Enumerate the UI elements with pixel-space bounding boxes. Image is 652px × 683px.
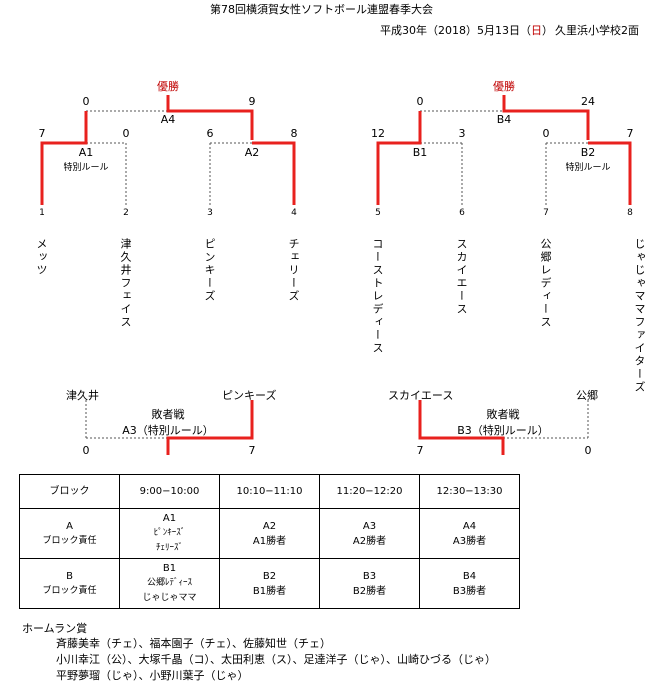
homerun-line-1: 斉藤美幸（チェ）、福本園子（チェ）、佐藤知世（チェ） bbox=[56, 637, 331, 650]
seed-6: 6 bbox=[459, 208, 465, 218]
a3-code: A3（特別ルール） bbox=[122, 424, 214, 437]
a4-code: A4 bbox=[160, 113, 176, 126]
b1-score-left: 12 bbox=[371, 127, 385, 140]
b1-score-right: 3 bbox=[458, 127, 466, 140]
homerun-line-3: 平野夢瑠（じゃ）、小野川葉子（じゃ） bbox=[56, 669, 249, 682]
a4-score-right: 9 bbox=[248, 95, 256, 108]
a1-note: 特別ルール bbox=[63, 163, 109, 173]
b2-winner-path bbox=[588, 141, 632, 205]
seed-5: 5 bbox=[375, 208, 381, 218]
a3-winner-path bbox=[166, 400, 254, 455]
team-pinkies: ピンキーズ bbox=[203, 238, 216, 303]
b4-score-right: 24 bbox=[581, 95, 595, 108]
team-tsukui-face: 津久井フェイス bbox=[119, 238, 132, 329]
header-block: ブロック bbox=[19, 474, 120, 509]
seed-4: 4 bbox=[291, 208, 297, 218]
header-slot-1: 9:00−10:00 bbox=[119, 474, 220, 509]
team-mets: メッツ bbox=[35, 238, 48, 277]
team-jajamama-fighters: じゃじゃママファイターズ bbox=[633, 238, 646, 394]
team-kugo-ladies: 公郷レディース bbox=[539, 238, 552, 329]
page-title: 第78回横須賀女性ソフトボール連盟春季大会 bbox=[210, 3, 433, 16]
a3-score-right: 7 bbox=[248, 444, 256, 457]
b2-score-left: 0 bbox=[542, 127, 550, 140]
b1-winner-path bbox=[376, 111, 422, 205]
champion-label-b: 優勝 bbox=[493, 80, 515, 93]
b3-team-right: 公郷 bbox=[576, 389, 598, 402]
schedule-header-row: ブロック 9:00−10:00 10:10−11:10 11:20−12:20 … bbox=[19, 474, 520, 509]
event-date: 平成30年（2018）5月13日（日） bbox=[380, 24, 553, 37]
b2-note: 特別ルール bbox=[565, 163, 611, 173]
seed-2: 2 bbox=[123, 208, 129, 218]
homerun-title: ホームラン賞 bbox=[22, 622, 88, 635]
a2-score-right: 8 bbox=[290, 127, 298, 140]
team-cherries: チェリーズ bbox=[287, 238, 300, 303]
team-sky-ace: スカイエース bbox=[455, 238, 468, 316]
a1-score-left: 7 bbox=[38, 127, 46, 140]
a1-score-right: 0 bbox=[122, 127, 130, 140]
seed-7: 7 bbox=[543, 208, 549, 218]
b3-code: B3（特別ルール） bbox=[457, 424, 549, 437]
a1-winner-path bbox=[40, 111, 88, 205]
a3-title: 敗者戦 bbox=[151, 408, 185, 421]
b3-score-right: 0 bbox=[584, 444, 592, 457]
seed-1: 1 bbox=[39, 208, 45, 218]
event-venue: 久里浜小学校2面 bbox=[555, 24, 639, 37]
homerun-line-2: 小川幸江（公）、大塚千晶（コ）、太田利恵（ス）、足達洋子（じゃ）、山崎ひづる（じ… bbox=[56, 653, 496, 666]
a4-winner-path bbox=[166, 95, 254, 140]
b2-code: B2 bbox=[580, 146, 596, 159]
a2-winner-path bbox=[252, 141, 296, 205]
a3-score-left: 0 bbox=[82, 444, 90, 457]
header-slot-2: 10:10−11:10 bbox=[219, 474, 320, 509]
a2-code: A2 bbox=[244, 146, 260, 159]
b4-score-left: 0 bbox=[416, 95, 424, 108]
b3-team-left: スカイエース bbox=[388, 389, 454, 402]
loser-paths bbox=[85, 110, 589, 439]
event-day: 日 bbox=[531, 24, 542, 37]
b3-winner-path bbox=[418, 400, 505, 455]
b1-code: B1 bbox=[412, 146, 428, 159]
b2-score-right: 7 bbox=[626, 127, 634, 140]
b4-winner-path bbox=[502, 95, 590, 140]
seed-8: 8 bbox=[627, 208, 633, 218]
a3-team-left: 津久井 bbox=[66, 389, 99, 402]
schedule-table: ブロック 9:00−10:00 10:10−11:10 11:20−12:20 … bbox=[19, 474, 520, 609]
b4-code: B4 bbox=[496, 113, 512, 126]
champion-label-a: 優勝 bbox=[157, 80, 179, 93]
a1-code: A1 bbox=[78, 146, 94, 159]
b3-title: 敗者戦 bbox=[486, 408, 520, 421]
winner-paths bbox=[40, 95, 632, 455]
a4-score-left: 0 bbox=[82, 95, 90, 108]
a3-team-right: ピンキーズ bbox=[222, 389, 277, 402]
team-coast-ladies: コーストレディース bbox=[371, 238, 384, 355]
b3-score-left: 7 bbox=[416, 444, 424, 457]
header-slot-4: 12:30−13:30 bbox=[419, 474, 520, 509]
header-slot-3: 11:20−12:20 bbox=[319, 474, 420, 509]
seed-3: 3 bbox=[207, 208, 213, 218]
a2-score-left: 6 bbox=[206, 127, 214, 140]
